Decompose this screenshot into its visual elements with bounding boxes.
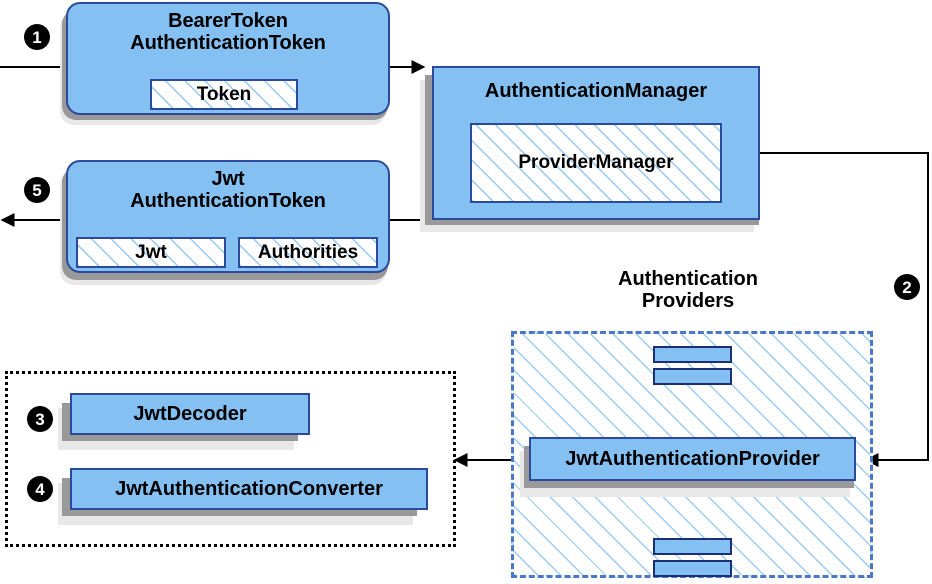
step-marker-4: 4 [27, 476, 53, 502]
bearer-token-title: BearerToken AuthenticationToken [68, 10, 388, 55]
step-marker-1: 1 [24, 24, 50, 50]
bearer-token-field-token[interactable]: Token [150, 79, 298, 110]
bearer-token-title-line1: BearerToken [168, 10, 288, 32]
provider-manager-label: ProviderManager [518, 152, 674, 173]
jwt-token-title-line2: AuthenticationToken [130, 190, 326, 213]
providers-label-line1: Authentication [618, 268, 758, 290]
providers-region-label: Authentication Providers [588, 268, 788, 313]
authentication-manager-title: AuthenticationManager [484, 80, 708, 102]
jwt-decoder-node[interactable]: JwtDecoder [70, 393, 310, 435]
jwt-token-title-line1: Jwt [211, 168, 245, 190]
jwt-authentication-converter-label: JwtAuthenticationConverter [115, 477, 383, 500]
jwt-authentication-provider-label: JwtAuthenticationProvider [565, 447, 820, 470]
jwt-token-title: Jwt AuthenticationToken [68, 168, 388, 213]
jwt-token-field-jwt[interactable]: Jwt [76, 237, 226, 268]
provider-stack-bar-bottom-2 [653, 560, 732, 577]
provider-stack-bar-top-2 [653, 368, 732, 385]
jwt-token-field-jwt-label: Jwt [135, 241, 167, 263]
provider-stack-bar-bottom-1 [653, 538, 732, 555]
bearer-token-field-token-label: Token [196, 83, 252, 105]
provider-stack-bar-top-1 [653, 346, 732, 363]
step-marker-1-label: 1 [32, 27, 42, 47]
step-marker-2-label: 2 [902, 277, 912, 297]
step-marker-5: 5 [24, 177, 50, 203]
step-marker-3-label: 3 [35, 409, 45, 429]
jwt-decoder-label: JwtDecoder [133, 402, 247, 425]
jwt-token-field-authorities[interactable]: Authorities [238, 237, 378, 268]
step-marker-5-label: 5 [32, 180, 42, 200]
step-marker-4-label: 4 [35, 479, 45, 499]
provider-manager-field[interactable]: ProviderManager [470, 123, 722, 203]
bearer-token-title-line2: AuthenticationToken [130, 32, 326, 55]
jwt-authentication-provider-node[interactable]: JwtAuthenticationProvider [529, 437, 856, 481]
jwt-authentication-converter-node[interactable]: JwtAuthenticationConverter [70, 468, 428, 510]
step-marker-2: 2 [894, 274, 920, 300]
jwt-token-field-authorities-label: Authorities [257, 241, 359, 263]
providers-label-line2: Providers [641, 290, 735, 313]
step-marker-3: 3 [27, 406, 53, 432]
edge-manager-to-provider [760, 152, 929, 467]
